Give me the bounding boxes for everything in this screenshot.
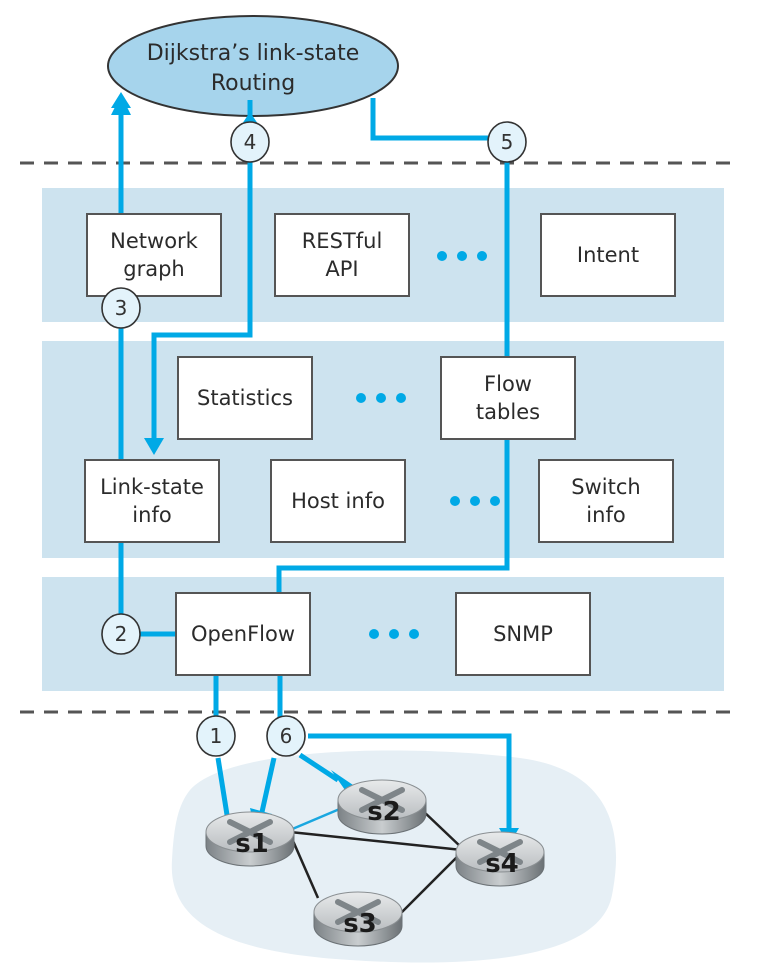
component-link-state-info[interactable]: Link-state info [84, 459, 220, 543]
link-s2-s4 [421, 809, 463, 849]
switches-layer: s1 s2 s3 s4 [205, 779, 545, 947]
arrow-into-routing [111, 92, 131, 108]
flow-step6-to-s2 [298, 752, 340, 783]
flow-flow-tables-to-openflow [276, 440, 510, 600]
component-intent[interactable]: Intent [540, 213, 676, 297]
step-number: 4 [244, 130, 257, 154]
arrow-into-s2 [331, 770, 356, 790]
link-state-info-label-line2: info [132, 503, 171, 527]
component-statistics[interactable]: Statistics [177, 356, 313, 440]
step-circle [196, 715, 236, 757]
ellipsis-northbound [437, 251, 487, 261]
statistics-label: Statistics [197, 386, 293, 410]
step-number: 6 [280, 724, 293, 748]
routing-app-label-line1: Dijkstra’s link-state [147, 41, 360, 66]
network-cloud [171, 750, 617, 963]
step-circle [487, 121, 527, 163]
component-host-info[interactable]: Host info [270, 459, 406, 543]
link-s1-s3 [288, 833, 320, 899]
steps-layer: 1 2 3 4 5 6 [101, 121, 527, 757]
switch-label: s4 [485, 849, 519, 879]
step-marker-4: 4 [230, 121, 270, 163]
step-number: 5 [501, 130, 514, 154]
network-graph-label-line1: Network [110, 229, 199, 253]
intent-label: Intent [577, 243, 639, 267]
flow-step4-path [151, 155, 253, 440]
component-flow-tables[interactable]: Flow tables [440, 356, 576, 440]
link-state-info-label-line1: Link-state [100, 475, 204, 499]
network-graph-label-line2: graph [123, 257, 184, 281]
step-circle [101, 613, 141, 655]
switch-s3[interactable]: s3 [313, 891, 403, 947]
step-marker-6: 6 [266, 715, 306, 757]
flow-routing-to-flow-tables [370, 98, 510, 360]
switch-cross-icon [359, 787, 405, 813]
flow-tables-label-line1: Flow [484, 372, 532, 396]
routing-app-ellipse [107, 15, 399, 117]
snmp-label: SNMP [493, 622, 553, 646]
link-s3-s4 [399, 851, 463, 915]
restful-api-label-line1: RESTful [302, 229, 383, 253]
switch-label: s2 [367, 797, 401, 827]
link-s1-s4 [289, 830, 463, 852]
flow-step6-to-s1 [259, 757, 277, 813]
host-info-label: Host info [291, 489, 385, 513]
ellipsis-state-top [356, 393, 406, 403]
step-number: 2 [115, 622, 128, 646]
step-marker-2: 2 [101, 613, 141, 655]
link-s1-s2 [289, 806, 343, 832]
switch-label: s1 [235, 829, 269, 859]
flow-step6-to-s4 [308, 733, 512, 830]
switch-label: s3 [343, 909, 377, 939]
step-circle [266, 715, 306, 757]
routing-app-label-line2: Routing [211, 71, 295, 96]
switch-s1[interactable]: s1 [205, 811, 295, 867]
ellipsis-state-bottom [450, 496, 500, 506]
step-number: 1 [210, 724, 223, 748]
switch-cross-icon [335, 899, 381, 925]
routing-app[interactable]: Dijkstra’s link-state Routing [107, 15, 399, 117]
step-circle [101, 287, 141, 329]
component-network-graph[interactable]: Network graph [86, 213, 222, 297]
component-restful-api[interactable]: RESTful API [274, 213, 410, 297]
switch-cross-icon [477, 839, 523, 865]
openflow-label: OpenFlow [191, 622, 295, 646]
switch-info-label-line2: info [586, 503, 625, 527]
flow-tables-label-line2: tables [476, 400, 540, 424]
restful-api-label-line2: API [325, 257, 358, 281]
arrow-into-linkstate [144, 438, 164, 455]
component-openflow[interactable]: OpenFlow [175, 592, 311, 676]
component-switch-info[interactable]: Switch info [538, 459, 674, 543]
switch-cross-icon [227, 819, 273, 845]
switch-info-label-line1: Switch [571, 475, 640, 499]
component-snmp[interactable]: SNMP [455, 592, 591, 676]
step-marker-3: 3 [101, 287, 141, 329]
step-marker-1: 1 [196, 715, 236, 757]
switch-s4[interactable]: s4 [455, 831, 545, 887]
step-circle [230, 121, 270, 163]
switch-s2[interactable]: s2 [337, 779, 427, 835]
step-number: 3 [115, 296, 128, 320]
ellipsis-southbound [369, 629, 419, 639]
step-marker-5: 5 [487, 121, 527, 163]
